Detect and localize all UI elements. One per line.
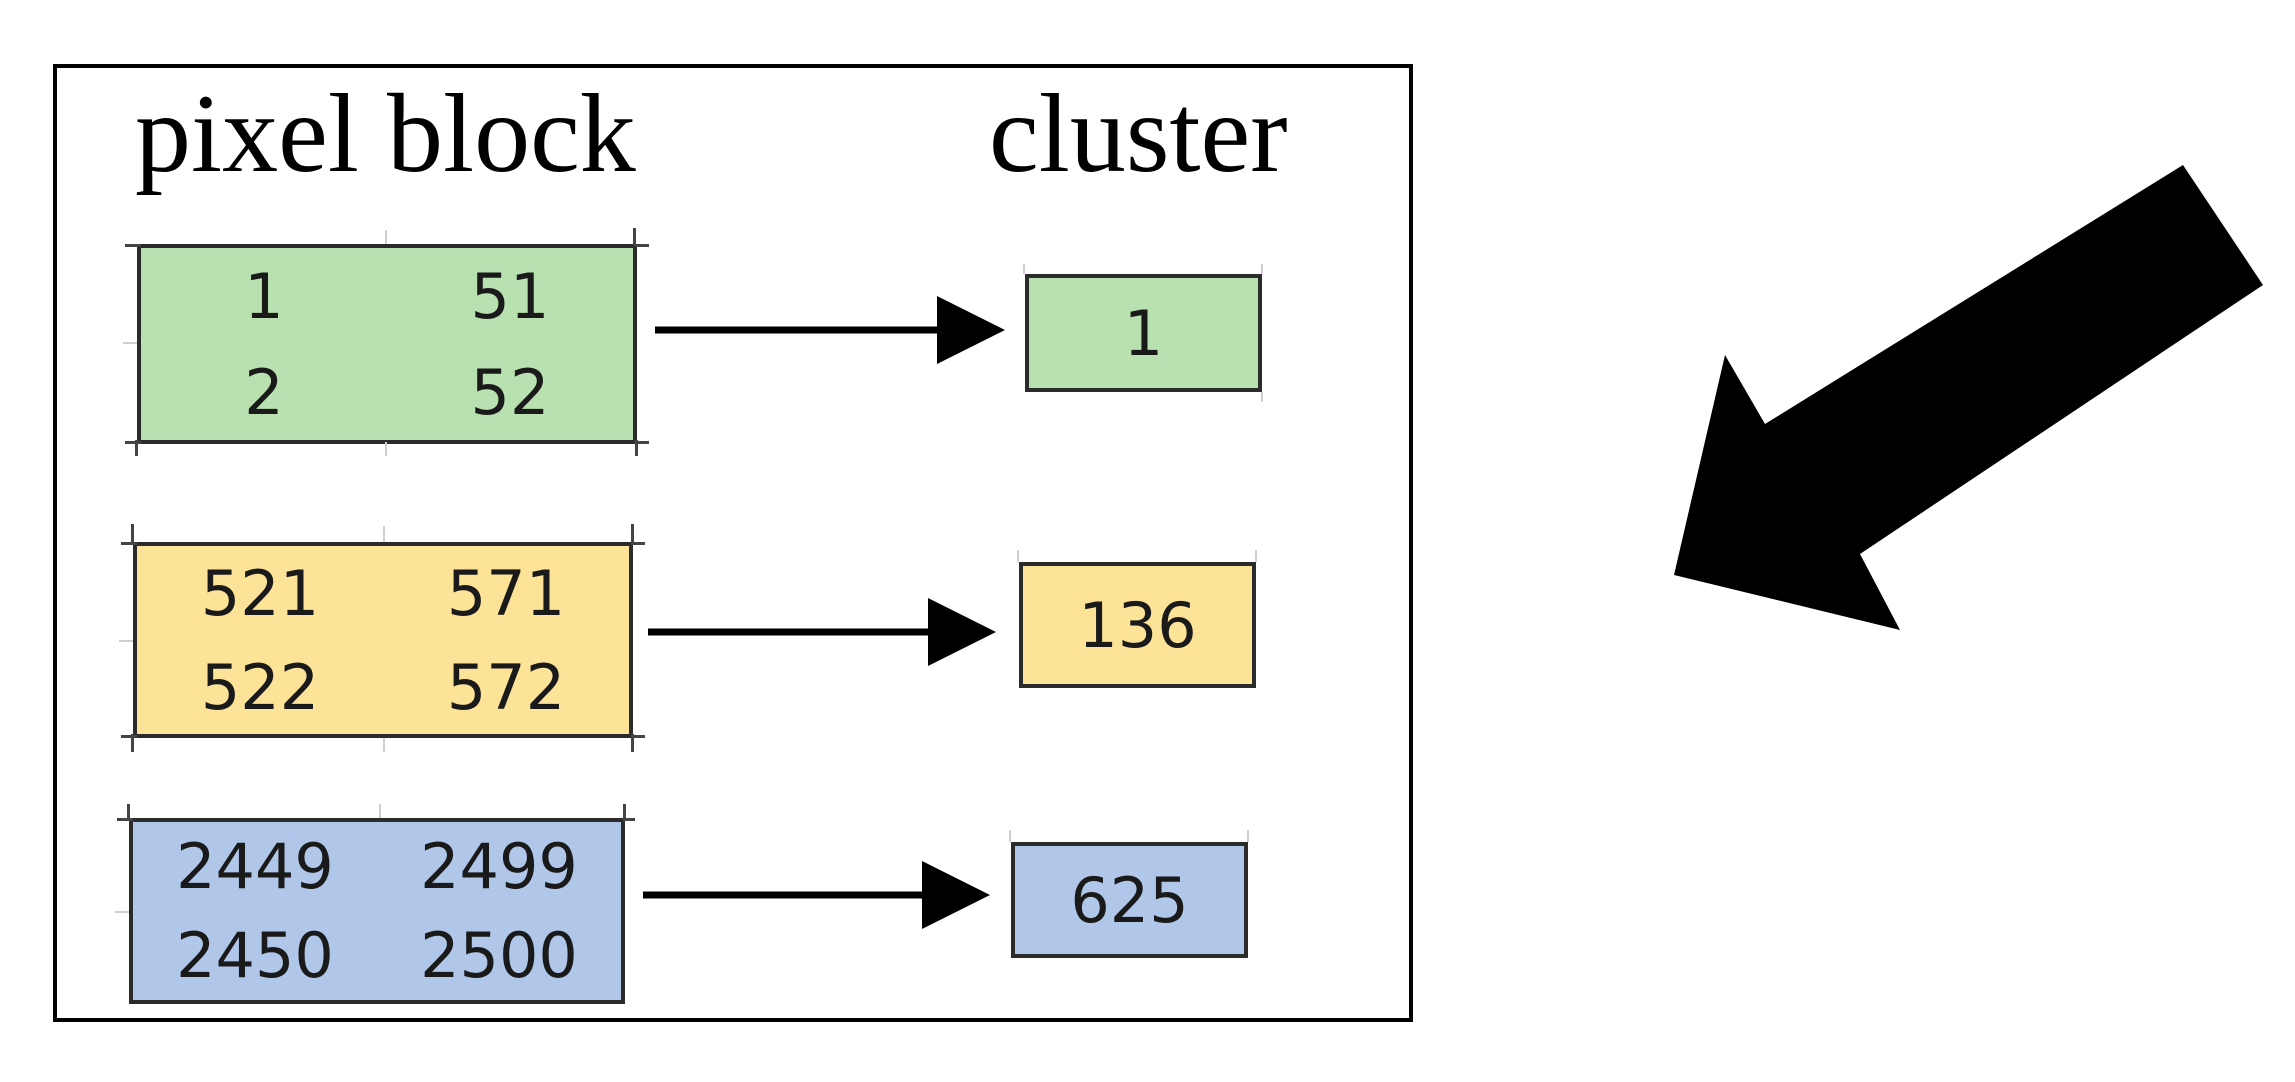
grid-line xyxy=(385,442,387,456)
pixel-block-header: pixel block xyxy=(135,72,636,196)
grid-line xyxy=(1261,264,1263,274)
pixel-cell: 51 xyxy=(470,259,550,333)
pixel-cell: 571 xyxy=(446,556,566,630)
grid-tick xyxy=(125,244,141,247)
pixel-block-1: 1 51 2 52 xyxy=(137,244,637,444)
grid-line xyxy=(1261,392,1263,402)
pixel-cell: 52 xyxy=(470,355,550,429)
grid-tick xyxy=(117,818,133,821)
cluster-625: 625 xyxy=(1011,842,1248,958)
grid-line xyxy=(1017,550,1019,562)
grid-tick xyxy=(633,228,636,246)
grid-line xyxy=(383,526,385,542)
grid-tick xyxy=(631,542,645,545)
grid-tick xyxy=(631,734,634,752)
grid-tick xyxy=(125,441,141,444)
cluster-header: cluster xyxy=(989,72,1288,196)
grid-line xyxy=(1255,550,1257,562)
grid-line xyxy=(385,230,387,244)
grid-tick xyxy=(131,734,134,752)
grid-line xyxy=(1247,830,1249,842)
grid-line xyxy=(115,911,129,913)
cluster-136: 136 xyxy=(1019,562,1256,688)
pixel-cell: 1 xyxy=(244,259,284,333)
grid-tick xyxy=(623,818,635,821)
grid-line xyxy=(123,342,137,344)
grid-tick xyxy=(635,440,638,456)
pixel-cell: 2499 xyxy=(420,830,578,903)
pixel-block-3: 2449 2499 2450 2500 xyxy=(129,818,625,1004)
grid-tick xyxy=(121,542,137,545)
arrow-row-3 xyxy=(643,861,990,929)
grid-line xyxy=(1009,830,1011,842)
diagram-panel: pixel block cluster 1 51 2 52 1 521 571 … xyxy=(53,64,1413,1022)
pixel-cell: 2500 xyxy=(420,919,578,992)
grid-tick xyxy=(623,804,626,820)
grid-tick xyxy=(635,441,649,444)
grid-tick xyxy=(631,524,634,544)
grid-tick xyxy=(127,804,130,820)
grid-line xyxy=(379,804,381,818)
pixel-cell: 521 xyxy=(200,556,320,630)
grid-line xyxy=(119,640,133,642)
grid-tick xyxy=(131,524,134,544)
large-pointer-arrow xyxy=(1674,165,2263,630)
pixel-cell: 2449 xyxy=(176,830,334,903)
pixel-block-2: 521 571 522 572 xyxy=(133,542,633,738)
grid-tick xyxy=(135,440,138,456)
grid-tick xyxy=(121,735,137,738)
grid-tick xyxy=(635,244,649,247)
grid-tick xyxy=(631,735,645,738)
arrow-row-2 xyxy=(648,598,996,666)
arrow-row-1 xyxy=(655,296,1005,364)
pixel-cell: 572 xyxy=(446,650,566,724)
pixel-cell: 2 xyxy=(244,355,284,429)
grid-line xyxy=(1023,264,1025,274)
pixel-cell: 522 xyxy=(200,650,320,724)
cluster-1: 1 xyxy=(1025,274,1262,392)
pixel-cell: 2450 xyxy=(176,919,334,992)
grid-line xyxy=(383,738,385,752)
